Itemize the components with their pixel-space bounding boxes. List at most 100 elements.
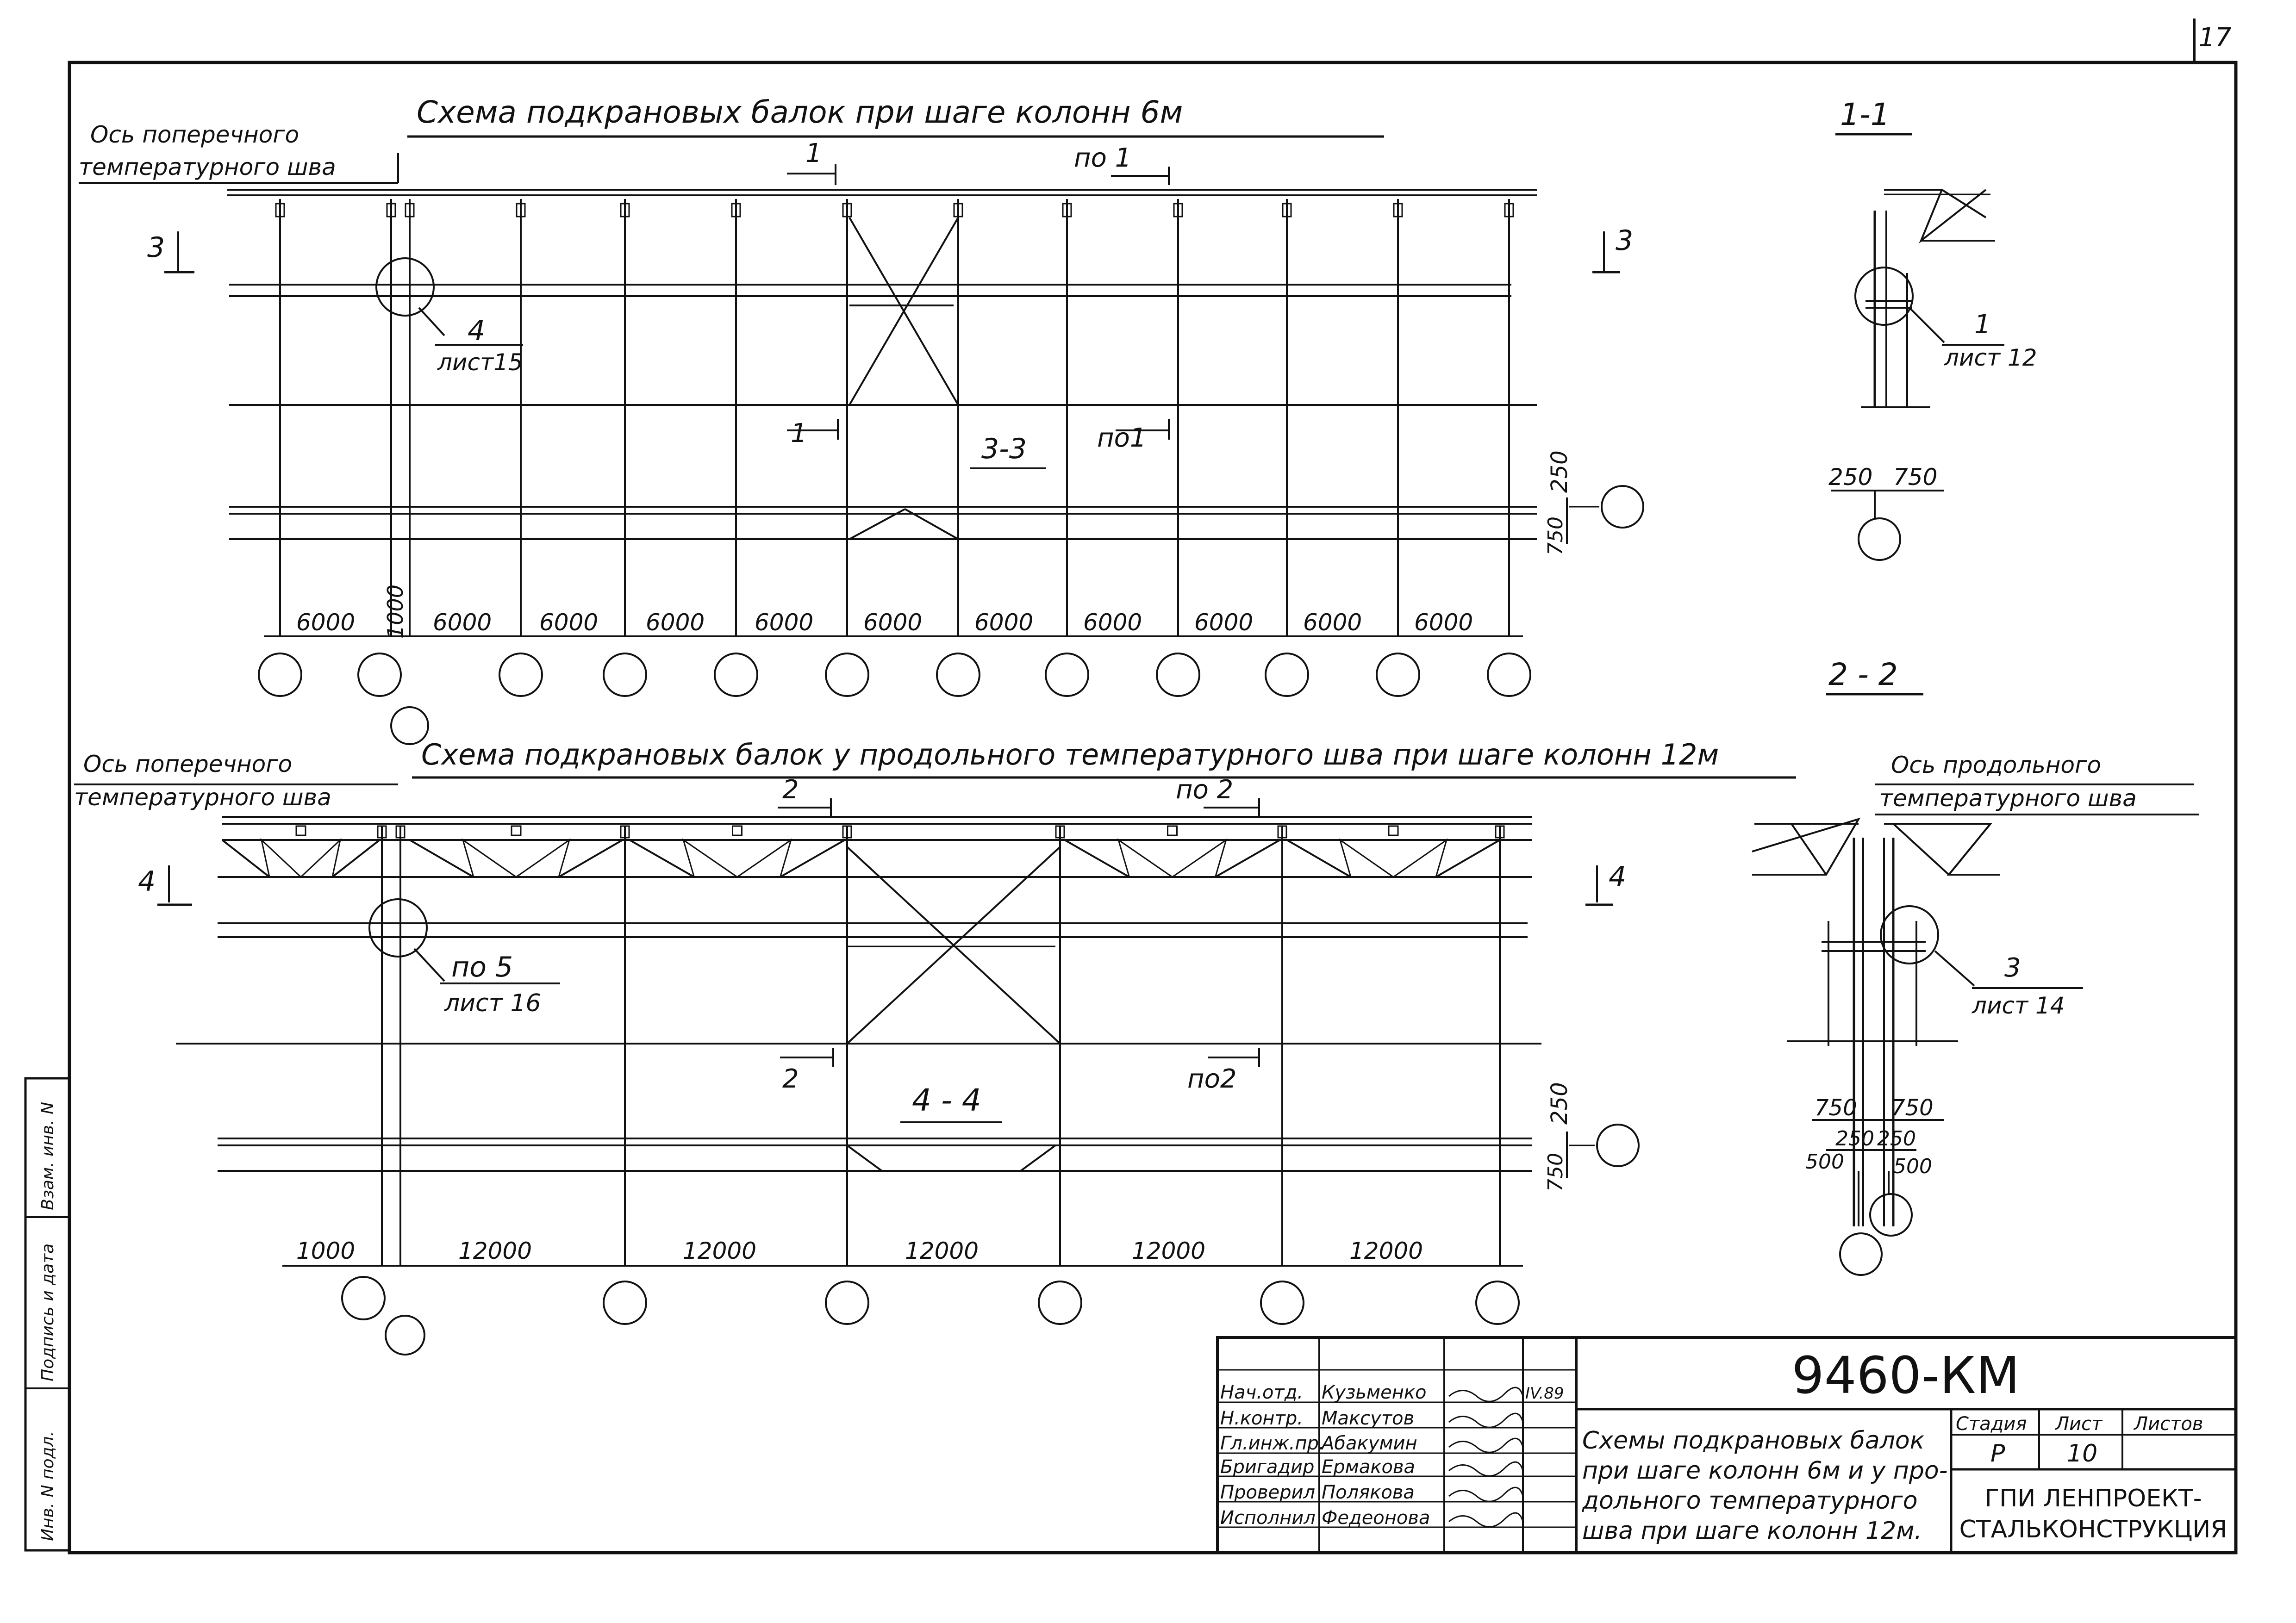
top-column-cap (953, 203, 963, 218)
top-axis-bubble (499, 653, 543, 697)
top-axis-label-line1: Ось поперечного (90, 121, 299, 148)
truss-web (682, 838, 792, 878)
section-2-2-axis-bubble-right (1869, 1193, 1913, 1237)
sheet-corner-number: 17 (2198, 23, 2232, 53)
bottom-axis-bubble (1475, 1281, 1520, 1325)
bottom-detail-callout-circle (368, 898, 428, 958)
bottom-scheme-title: Схема подкрановых балок у продольного те… (421, 738, 1719, 771)
top-section-title: 3-3 (981, 433, 1027, 465)
top-callout-sheet: лист15 (437, 349, 523, 376)
section-1-1-title: 1-1 (1840, 97, 1890, 132)
signature-name: Максутов (1322, 1408, 1414, 1429)
side-stamp: Инв. N подл. Подпись и дата Взам. инв. N (24, 1077, 71, 1552)
description-line4: шва при шаге колонн 12м. (1582, 1517, 1922, 1545)
truss-chord (629, 839, 845, 878)
bottom-axis-label-line1: Ось поперечного (83, 751, 292, 777)
section-2-2: 2 - 2 Ось продольного температурного шва… (1752, 657, 2199, 1276)
section-2-2-dim-left-500: 500 (1805, 1150, 1844, 1174)
bottom-cut-b-top: по 2 (1176, 775, 1233, 805)
bottom-section-title: 4 - 4 (912, 1082, 981, 1118)
section-2-2-callout-num: 3 (2004, 953, 2021, 983)
top-column-cap (1282, 203, 1292, 218)
truss-web (462, 838, 571, 878)
bottom-column-cap (377, 825, 387, 839)
bottom-joint-axis-bubble (385, 1315, 425, 1356)
top-cut-a-top: 1 (805, 138, 822, 168)
bottom-callout-sheet: лист 16 (444, 989, 541, 1017)
top-column-cap (1173, 203, 1183, 218)
section-1-1-callout-sheet: лист 12 (1944, 344, 2037, 371)
bottom-cut-a-top: 2 (782, 775, 799, 805)
handwritten-signature (1448, 1486, 1524, 1502)
truss-web (1339, 838, 1448, 878)
truss-web (260, 838, 342, 878)
section-1-1-dim-250: 250 (1828, 464, 1872, 491)
bottom-column-cap (395, 825, 406, 839)
top-span-dim: 6000 (863, 609, 922, 636)
bottom-cut-a-bottom: 2 (782, 1064, 799, 1094)
top-callout-num: 4 (468, 315, 485, 347)
top-axis-bubble (1376, 653, 1420, 697)
stage-value: Р (1990, 1440, 2005, 1468)
top-column-cap (1393, 203, 1403, 218)
section-1-1-callout-num: 1 (1974, 310, 1991, 340)
top-span-dim: 6000 (974, 609, 1033, 636)
top-span-dim: 6000 (433, 609, 492, 636)
bottom-callout-num: по 5 (451, 951, 513, 983)
top-vdim-750: 750 (1544, 516, 1567, 555)
section-2-2-dim-right-250: 250 (1877, 1127, 1916, 1150)
bottom-axis-label-line2: температурного шва (74, 784, 331, 811)
top-scheme: Схема подкрановых балок при шаге колонн … (79, 94, 1644, 745)
top-axis-bubble (1156, 653, 1200, 697)
bottom-column-cap (1495, 825, 1505, 839)
section-2-2-axis-line2: температурного шва (1879, 785, 2137, 812)
top-span-dim: 6000 (539, 609, 598, 636)
top-axis-bubble (603, 653, 647, 697)
top-axis-bubble (258, 653, 302, 697)
top-axis-bubble (1045, 653, 1089, 697)
top-section-right-label: 3 (1616, 224, 1633, 257)
bottom-span-dim: 12000 (905, 1237, 979, 1264)
stage-label: Стадия (1956, 1413, 2027, 1435)
description-line1: Схемы подкрановых балок (1582, 1427, 1925, 1455)
top-cut-b-top: по 1 (1074, 143, 1131, 173)
top-cut-a-bottom: 1 (791, 418, 807, 448)
top-column-cap (405, 203, 415, 218)
signature-role: Исполнил (1220, 1507, 1316, 1529)
truss-node (511, 825, 522, 836)
bottom-cut-b-bottom: по2 (1187, 1064, 1237, 1094)
bottom-scheme: Схема подкрановых балок у продольного те… (74, 738, 1796, 1356)
bottom-section-right-label: 4 (1609, 861, 1626, 893)
truss-chord (1064, 839, 1280, 878)
top-span-dim: 6000 (646, 609, 705, 636)
bottom-axis-bubble (1038, 1281, 1082, 1325)
top-span-dim: 6000 (1194, 609, 1253, 636)
top-vdim-250: 250 (1547, 450, 1572, 493)
top-axis-bubble (1265, 653, 1309, 697)
top-span-dim: 6000 (296, 609, 355, 636)
top-column-cap (275, 203, 285, 218)
handwritten-signature (1448, 1437, 1524, 1453)
signature-name: Федеонова (1322, 1507, 1430, 1529)
bottom-span-dim: 12000 (1132, 1237, 1205, 1264)
bottom-vdim-750: 750 (1544, 1153, 1567, 1192)
section-1-1-dim-750: 750 (1893, 464, 1937, 491)
truss-node (1388, 825, 1399, 836)
signature-role: Н.контр. (1220, 1408, 1303, 1429)
top-axis-label-line2: температурного шва (79, 154, 336, 180)
section-2-2-dim-left-750: 750 (1815, 1095, 1857, 1121)
top-span-dim: 6000 (1414, 609, 1473, 636)
top-axis-bubble-row (1601, 485, 1644, 529)
handwritten-signature (1448, 1387, 1524, 1402)
bottom-section-left-label: 4 (138, 865, 156, 898)
top-column-cap (516, 203, 526, 218)
signature-role: Проверил (1220, 1482, 1315, 1503)
truss-node (295, 825, 306, 836)
top-joint-axis-bubble (390, 706, 429, 745)
stamp-signature-date: Подпись и дата (38, 1244, 57, 1381)
